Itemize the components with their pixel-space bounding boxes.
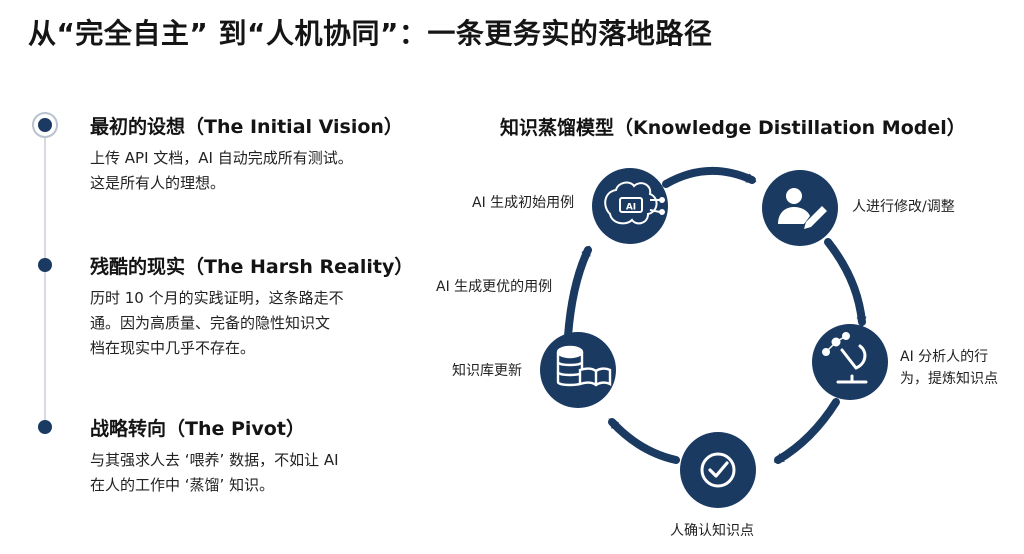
label-knowledge-base: 知识库更新 <box>452 363 522 379</box>
node-human-confirm <box>680 432 756 508</box>
checkmark-icon <box>700 452 736 488</box>
label-better-cases: AI 生成更优的用例 <box>436 279 553 295</box>
cycle-arrow <box>773 398 840 464</box>
ai-chip-text: AI <box>626 203 636 213</box>
step-line: 这是所有人的理想。 <box>90 174 226 192</box>
timeline-line <box>44 128 46 430</box>
cycle-arrow <box>662 167 757 188</box>
node-ai-analyze <box>812 324 888 400</box>
step-line: 在人的工作中 ‘蒸馏’ 知识。 <box>90 476 275 494</box>
step-line: 与其强求人去 ‘喂养’ 数据，不如让 AI <box>90 451 339 469</box>
label-human-confirm: 人确认知识点 <box>670 523 754 539</box>
microscope-icon <box>822 332 868 384</box>
node-ai-generate: AI <box>592 168 668 244</box>
label-human-edit: 人进行修改/调整 <box>852 199 955 215</box>
timeline-dot-1 <box>38 118 52 132</box>
step-title-harsh-reality: 残酷的现实（The Harsh Reality） <box>90 256 414 278</box>
label-ai-analyze: AI 分析人的行 为，提炼知识点 <box>900 346 998 390</box>
page-title: 从“完全自主” 到“人机协同”：一条更务实的落地路径 <box>28 17 713 50</box>
timeline-dot-3 <box>38 420 52 434</box>
ai-brain-icon <box>604 181 665 225</box>
timeline-active-ring <box>32 112 58 138</box>
diagram-title: 知识蒸馏模型（Knowledge Distillation Model） <box>500 117 966 139</box>
cycle-arrow <box>608 418 680 464</box>
user-edit-icon <box>778 188 827 229</box>
step-line: 历时 10 个月的实践证明，这条路走不 <box>90 289 344 307</box>
cycle-arrow <box>564 245 592 340</box>
label-ai-generate: AI 生成初始用例 <box>472 195 575 211</box>
step-line: 上传 API 文档，AI 自动完成所有测试。 <box>90 149 353 167</box>
node-human-edit <box>762 170 838 246</box>
node-knowledge-base <box>540 332 616 408</box>
step-line: 通。因为高质量、完备的隐性知识文 <box>90 314 331 332</box>
step-body-harsh-reality: 历时 10 个月的实践证明，这条路走不 通。因为高质量、完备的隐性知识文 档在现… <box>90 286 344 361</box>
label-line: 为，提炼知识点 <box>900 371 998 387</box>
label-line: AI 分析人的行 <box>900 349 989 365</box>
database-book-icon <box>556 345 612 387</box>
step-line: 档在现实中几乎不存在。 <box>90 339 256 357</box>
step-title-pivot: 战略转向（The Pivot） <box>90 418 305 440</box>
step-title-initial-vision: 最初的设想（The Initial Vision） <box>90 116 403 138</box>
cycle-arrow <box>824 238 867 327</box>
step-body-pivot: 与其强求人去 ‘喂养’ 数据，不如让 AI 在人的工作中 ‘蒸馏’ 知识。 <box>90 448 339 498</box>
timeline-dot-2 <box>38 258 52 272</box>
step-body-initial-vision: 上传 API 文档，AI 自动完成所有测试。 这是所有人的理想。 <box>90 146 353 196</box>
